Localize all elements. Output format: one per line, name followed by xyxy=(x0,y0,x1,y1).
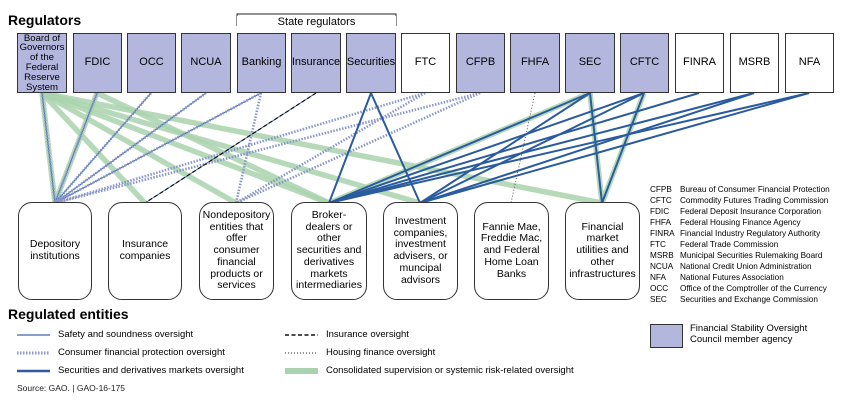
legend-swatches xyxy=(17,334,318,374)
abbreviation-key: FHFA xyxy=(650,218,671,227)
abbreviation-full: Office of the Comptroller of the Currenc… xyxy=(680,284,827,293)
abbreviation-full: Financial Industry Regulatory Authority xyxy=(680,229,821,238)
legend-securities: Securities and derivatives markets overs… xyxy=(58,365,244,376)
connection-safety-fdic-depository xyxy=(54,92,98,204)
connection-consumer-frs-depository xyxy=(40,92,57,204)
regulator-fdic: FDIC xyxy=(73,33,122,93)
abbreviation-row: NFA National Futures Association xyxy=(650,272,830,283)
abbreviation-key: NFA xyxy=(650,273,666,282)
legend-consumer: Consumer financial protection oversight xyxy=(58,347,225,358)
abbreviation-row: CFTC Commodity Futures Trading Commission xyxy=(650,195,830,206)
regulated-entities-heading: Regulated entities xyxy=(8,306,129,322)
regulator-cftc: CFTC xyxy=(620,33,669,93)
state-regulators-label: State regulators xyxy=(237,16,396,28)
regulator-fhfa: FHFA xyxy=(510,33,560,93)
entity-financial-market-utilities: Financial market utilities and other inf… xyxy=(565,202,640,300)
abbreviation-key: SEC xyxy=(650,295,667,304)
connection-securities-sec-investment xyxy=(419,92,591,204)
entity-nondepository: Nondepository entities that offer consum… xyxy=(199,202,274,300)
abbreviation-row: SEC Securities and Exchange Commission xyxy=(650,294,830,305)
legend-consolidated: Consolidated supervision or systemic ris… xyxy=(326,365,574,376)
abbreviation-row: OCC Office of the Comptroller of the Curr… xyxy=(650,283,830,294)
abbreviation-key: FTC xyxy=(650,240,666,249)
entity-fannie-freddie-fhlb: Fannie Mae, Freddie Mac, and Federal Hom… xyxy=(474,202,549,300)
abbreviation-full: National Credit Union Administration xyxy=(680,262,812,271)
regulator-frs: Board of Governors of the Federal Reserv… xyxy=(17,33,67,93)
regulator-ncua: NCUA xyxy=(181,33,231,93)
connection-consumer-ftc-nondepository xyxy=(235,91,426,205)
abbreviation-row: CFPB Bureau of Consumer Financial Protect… xyxy=(650,184,830,195)
connection-securities-cftc-investment xyxy=(419,92,645,204)
connection-securities-finra-broker xyxy=(328,92,700,204)
connection-safety-banking-depository xyxy=(54,92,262,204)
abbreviation-key: CFTC xyxy=(650,196,672,205)
abbreviation-full: Municipal Securities Rulemaking Board xyxy=(680,251,823,260)
entity-broker-dealers: Broker-dealers or other securities and d… xyxy=(291,202,367,300)
entity-insurance-companies: Insurance companies xyxy=(108,202,182,300)
connection-securities-msrb-broker xyxy=(328,92,755,204)
connection-securities-nfa-broker xyxy=(328,92,810,204)
entity-depository-institutions: Depository institutions xyxy=(18,202,92,300)
legend-housing: Housing finance oversight xyxy=(326,347,436,358)
abbreviation-key: CFPB xyxy=(650,185,672,194)
regulator-finra: FINRA xyxy=(675,33,724,93)
legend-safety: Safety and soundness oversight xyxy=(58,329,194,340)
entity-investment-companies: Investment companies, investment adviser… xyxy=(383,202,458,300)
connection-securities-msrb-investment xyxy=(419,92,755,204)
connection-consolidated-fdic-broker xyxy=(95,90,331,206)
regulator-ftc: FTC xyxy=(401,33,450,93)
abbreviation-key: MSRB xyxy=(650,251,674,260)
connection-consumer-occ-depository xyxy=(54,92,152,204)
abbreviation-full: Federal Deposit Insurance Corporation xyxy=(680,207,822,216)
connection-housing-fhfa-fannie xyxy=(510,92,536,204)
abbreviation-key: OCC xyxy=(650,284,669,293)
abbreviation-key: FDIC xyxy=(650,207,670,216)
connection-consumer-banking-nondepository xyxy=(234,92,263,204)
connection-insurance-insurance-insurance_co xyxy=(144,92,317,204)
abbreviation-full: National Futures Association xyxy=(680,273,784,282)
regulator-occ: OCC xyxy=(127,33,176,93)
regulator-securities: Securities xyxy=(346,33,396,93)
abbreviation-key: FINRA xyxy=(650,229,675,238)
abbreviation-key: NCUA xyxy=(650,262,674,271)
legend-insurance: Insurance oversight xyxy=(326,329,409,340)
regulator-insurance: Insurance xyxy=(291,33,341,93)
source-note: Source: GAO. | GAO-16-175 xyxy=(17,383,126,393)
connection-consumer-cfpb-nondepository xyxy=(235,91,481,205)
abbreviation-row: FHFA Federal Housing Finance Agency xyxy=(650,217,830,228)
abbreviation-full: Federal Housing Finance Agency xyxy=(680,218,801,227)
connection-consumer-cfpb-depository xyxy=(54,91,481,205)
connection-consumer-ncua-depository xyxy=(54,91,207,205)
connection-securities-cftc-broker xyxy=(328,92,645,204)
regulator-banking: Banking xyxy=(237,33,286,93)
regulator-nfa: NFA xyxy=(785,33,834,93)
abbreviation-row: NCUA National Credit Union Administration xyxy=(650,261,830,272)
abbreviation-row: FINRA Financial Industry Regulatory Autho… xyxy=(650,228,830,239)
connection-securities-sec-broker xyxy=(328,92,591,204)
abbreviation-list: CFPB Bureau of Consumer Financial Protect… xyxy=(650,184,830,305)
regulator-cfpb: CFPB xyxy=(456,33,505,93)
regulator-msrb: MSRB xyxy=(730,33,779,93)
connection-securities-securities-broker xyxy=(328,92,372,204)
abbreviation-full: Commodity Futures Trading Commission xyxy=(680,196,829,205)
abbreviation-full: Securities and Exchange Commission xyxy=(680,295,818,304)
connection-consolidated-frs-nondepository xyxy=(40,90,238,206)
legend-fsoc-swatch xyxy=(650,324,683,348)
abbreviation-full: Federal Trade Commission xyxy=(680,240,779,249)
abbreviation-row: FDIC Federal Deposit Insurance Corporatio… xyxy=(650,206,830,217)
abbreviation-full: Bureau of Consumer Financial Protection xyxy=(680,185,830,194)
abbreviation-row: MSRB Municipal Securities Rulemaking Boar… xyxy=(650,250,830,261)
legend-fsoc: Financial Stability Oversight Council me… xyxy=(690,323,808,345)
regulators-heading: Regulators xyxy=(8,12,82,28)
regulator-sec: SEC xyxy=(565,33,615,93)
connection-securities-nfa-investment xyxy=(419,92,810,204)
abbreviation-row: FTC Federal Trade Commission xyxy=(650,239,830,250)
